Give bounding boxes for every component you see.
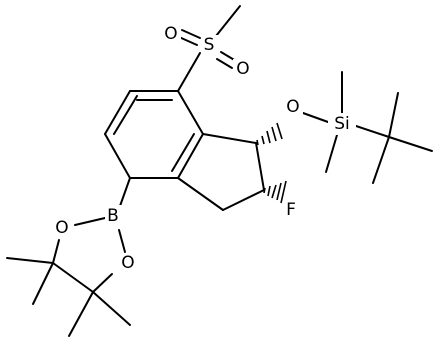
atom-ether-oxygen-label: O — [286, 97, 299, 117]
bond-ring-lower-left — [104, 133, 131, 179]
bond-tbutyl-methyl-down — [372, 136, 390, 184]
atom-boronate-oxygen-bottom: O — [118, 253, 138, 274]
atom-sulfonyl-oxygen-2: O — [233, 59, 253, 80]
stereo-bonds — [256, 122, 287, 204]
bonds — [6, 5, 433, 337]
bond-sulfur-methyl — [215, 5, 241, 37]
atom-sulfonyl-oxygen-2-label: O — [236, 59, 249, 79]
bond-ring-upper-left-inner — [113, 95, 138, 135]
bond-c2-c3 — [222, 189, 265, 211]
bond-ring-upper-left — [104, 90, 131, 135]
bond-oxygen-top-carbon — [52, 239, 60, 264]
bond-carbon-methyl-1 — [6, 257, 54, 264]
bond-silicon-tbutyl — [355, 125, 390, 138]
bond-sulfur-oxygen-2b — [216, 58, 233, 69]
bond-sulfur-oxygen-1b — [178, 36, 198, 46]
bond-c3-ring — [177, 177, 224, 211]
bond-ring-lower-right — [177, 133, 204, 179]
atom-fluorine: F — [283, 200, 300, 221]
bond-carbon-methyl-4 — [92, 291, 131, 326]
bond-oxygen-silicon — [302, 112, 329, 123]
atom-sulfonyl-oxygen-1: O — [161, 24, 181, 45]
atom-sulfur-label: S — [204, 35, 215, 55]
bond-c1-c2 — [255, 142, 265, 191]
bond-boron-oxygen-bottom — [118, 229, 126, 253]
bond-sulfur-oxygen-1a — [181, 29, 201, 39]
bond-oxygen-bottom-carbon — [92, 273, 113, 293]
atom-boronate-oxygen-top: O — [52, 218, 72, 239]
atom-boronate-oxygen-top-label: O — [55, 218, 68, 238]
atom-fluorine-label: F — [286, 200, 296, 220]
bond-carbon-methyl-2 — [32, 262, 54, 305]
bond-boron-oxygen-top — [74, 217, 106, 226]
bond-ring-upper-right — [177, 90, 204, 135]
atom-sulfonyl-oxygen-1-label: O — [164, 24, 177, 44]
bond-tbutyl-methyl-up — [388, 92, 399, 138]
bond-ring-to-boron — [119, 177, 131, 207]
hashed-wedge-c2-fluorine — [263, 180, 287, 204]
atom-ether-oxygen: O — [283, 97, 303, 118]
bond-carbon-methyl-3 — [68, 291, 94, 337]
atom-boron-label: B — [107, 206, 119, 226]
hashed-wedge-c1-oxygen — [256, 122, 283, 146]
bond-ring-to-sulfur — [177, 52, 201, 92]
atom-silicon-label: Si — [334, 114, 350, 134]
bond-ring-lower-right-inner — [171, 133, 195, 172]
bond-silicon-methyl-down — [325, 134, 338, 173]
bond-boronate-carbon-carbon — [52, 262, 94, 293]
atom-boron: B — [105, 205, 122, 227]
bond-ring-to-c1 — [202, 133, 257, 144]
atom-sulfur: S — [201, 35, 218, 56]
atom-boronate-oxygen-bottom-label: O — [121, 253, 134, 273]
bond-tbutyl-methyl-right — [388, 136, 433, 152]
atom-labels: S O O O Si F B — [52, 24, 356, 274]
atom-silicon: Si — [328, 113, 356, 135]
